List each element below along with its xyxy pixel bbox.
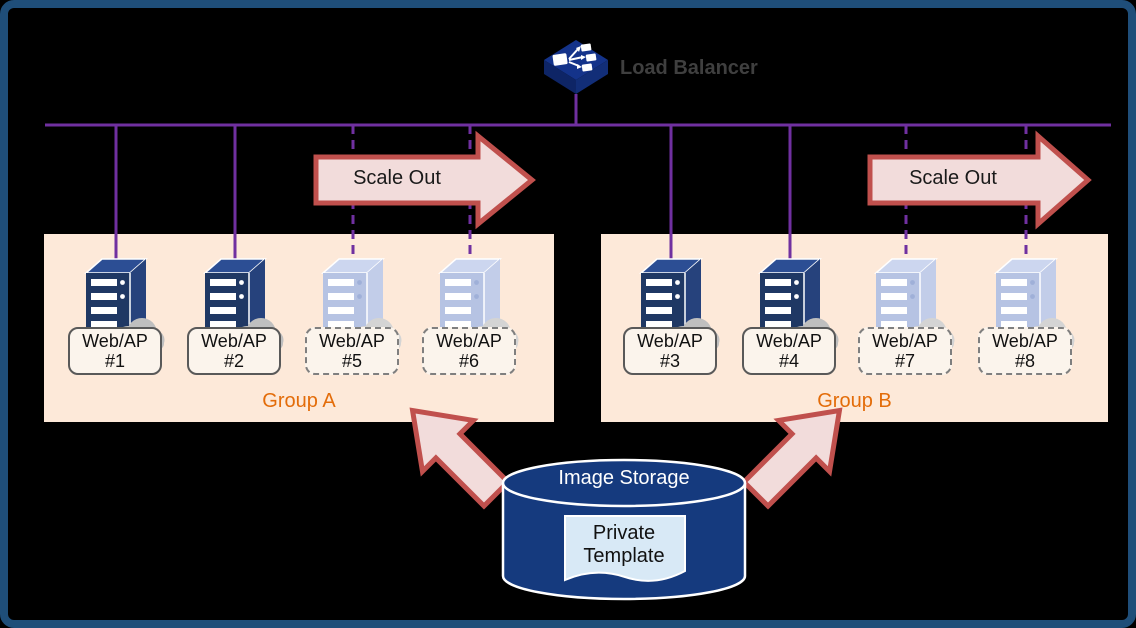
server-number: #8 [1014, 351, 1036, 371]
server-number: #1 [104, 351, 126, 371]
server-name: Web/AP [201, 331, 267, 351]
server-web-ap-7: Web/AP #7 [856, 253, 956, 377]
server-name: Web/AP [436, 331, 502, 351]
server-name: Web/AP [319, 331, 385, 351]
image-storage-title: Image Storage [558, 467, 690, 489]
private-template-line2: Template [583, 545, 665, 567]
server-label: Web/AP #3 [623, 327, 717, 375]
load-balancer-label: Load Balancer [620, 57, 758, 79]
group-b-label: Group B [817, 390, 892, 412]
private-template-line1: Private [592, 522, 656, 544]
scale-out-label-left: Scale Out [353, 167, 441, 189]
load-balancer-icon [544, 40, 608, 94]
server-label: Web/AP #4 [742, 327, 836, 375]
server-name: Web/AP [637, 331, 703, 351]
group-a-label: Group A [262, 390, 336, 412]
server-number: #7 [894, 351, 916, 371]
server-label: Web/AP #5 [305, 327, 399, 375]
server-label: Web/AP #8 [978, 327, 1072, 375]
server-name: Web/AP [82, 331, 148, 351]
server-label: Web/AP #6 [422, 327, 516, 375]
server-web-ap-2: Web/AP #2 [185, 253, 285, 377]
server-web-ap-5: Web/AP #5 [303, 253, 403, 377]
server-web-ap-4: Web/AP #4 [740, 253, 840, 377]
server-web-ap-8: Web/AP #8 [976, 253, 1076, 377]
server-label: Web/AP #7 [858, 327, 952, 375]
server-web-ap-1: Web/AP #1 [66, 253, 166, 377]
server-number: #4 [778, 351, 800, 371]
server-name: Web/AP [992, 331, 1058, 351]
image-storage-cylinder-icon [501, 458, 747, 601]
private-template-label: Private Template [553, 522, 695, 568]
server-web-ap-3: Web/AP #3 [621, 253, 721, 377]
scale-out-label-right: Scale Out [909, 167, 997, 189]
server-number: #2 [223, 351, 245, 371]
server-name: Web/AP [872, 331, 938, 351]
server-label: Web/AP #1 [68, 327, 162, 375]
server-web-ap-6: Web/AP #6 [420, 253, 520, 377]
private-template-doc-icon [564, 515, 686, 582]
server-label: Web/AP #2 [187, 327, 281, 375]
server-number: #3 [659, 351, 681, 371]
server-name: Web/AP [756, 331, 822, 351]
server-number: #6 [458, 351, 480, 371]
server-number: #5 [341, 351, 363, 371]
